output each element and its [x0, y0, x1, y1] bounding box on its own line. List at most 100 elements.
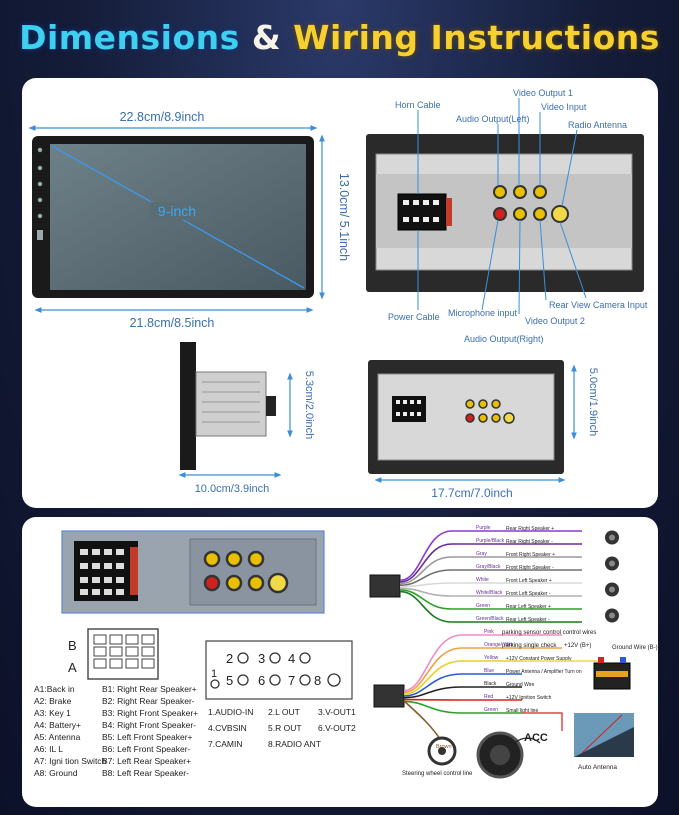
pin-a4: A4: Battery+	[34, 720, 81, 730]
power-wire-color: Blue	[484, 668, 494, 674]
jack-legend-2: 2.L OUT	[268, 707, 300, 717]
power-wire-line	[403, 647, 562, 694]
pin-b2: B2: Right Rear Speaker-	[102, 696, 195, 706]
power-wire-color: Black	[484, 681, 497, 687]
speaker-wire-line	[399, 530, 582, 582]
connector-pinout-drawing	[87, 628, 159, 680]
power-harness-plug	[373, 684, 405, 708]
power-wire-line	[403, 686, 522, 699]
power-wire-line	[403, 673, 522, 697]
jack-num-6: 6	[258, 673, 265, 688]
speaker-wire-color: Purple	[476, 525, 491, 531]
pin-a7: A7: Igni tion Switch	[34, 756, 107, 766]
power-wire-label: +12V Ignition Switch	[506, 695, 552, 701]
title-wiring: Wiring Instructions	[293, 18, 660, 57]
jack-legend: 1.AUDIO-IN 2.L OUT 3.V-OUT1 4.CVBSIN 5.R…	[208, 707, 356, 749]
pin-b6: B6: Left Front Speaker-	[102, 744, 191, 754]
speaker-wire-line	[399, 589, 582, 610]
power-wire-0: Pink parking sensor control control wires	[403, 629, 596, 692]
label-horn-cable: Horn Cable	[395, 100, 441, 110]
battery-plus-label: +12V (B+)	[564, 643, 591, 649]
power-wire-label: Small light line	[506, 708, 538, 714]
label-power-cable: Power Cable	[388, 312, 440, 322]
page-title: Dimensions & Wiring Instructions	[0, 18, 679, 57]
power-wire-color: Yellow	[484, 655, 499, 661]
auto-antenna-label: Auto Antenna	[578, 764, 617, 771]
rear-leader-lines	[417, 98, 587, 315]
jack-num-5: 5	[226, 673, 233, 688]
power-wire-line	[403, 660, 522, 695]
label-video-input: Video Input	[541, 102, 587, 112]
jack-num-2: 2	[226, 651, 233, 666]
speaker-wire-line	[399, 543, 582, 583]
pin-a6: A6: IL L	[34, 744, 63, 754]
side-height: 5.3cm/2.0inch	[303, 371, 315, 439]
label-microphone-input: Microphone input	[448, 308, 518, 318]
label-rear-view-camera-input: Rear View Camera Input	[549, 300, 648, 310]
label-audio-output-right: Audio Output(Right)	[464, 334, 544, 344]
power-wires: Pink parking sensor control control wires…	[403, 629, 600, 740]
power-wire-label: parking sensor control control wires	[502, 630, 596, 636]
power-wire-6: Green Small light line	[403, 700, 538, 714]
pin-b1: B1: Right Rear Speaker+	[102, 684, 197, 694]
wiring-panel: B A A1:Back in A2: Brake A3: Key 1 A4: B…	[22, 517, 658, 807]
label-video-output-1: Video Output 1	[513, 88, 573, 98]
steering-wheel-label: Steering wheel control line	[402, 771, 473, 777]
chassis-rca-jacks	[465, 399, 515, 424]
ignition-wire-line	[522, 712, 563, 731]
pin-a3: A3: Key 1	[34, 708, 71, 718]
brown-wire-label: Brown	[436, 744, 452, 750]
acc-label: ACC	[524, 732, 548, 744]
side-depth: 10.0cm/3.9inch	[195, 483, 270, 495]
power-wire-color: Pink	[484, 629, 494, 635]
speaker-wire-label: Front Right Speaker +	[506, 552, 555, 558]
front-width-bottom: 21.8cm/8.5inch	[130, 316, 215, 330]
row-a-label: A	[68, 660, 77, 675]
speaker-wire-label: Rear Left Speaker +	[506, 604, 551, 610]
jack-num-7: 7	[288, 673, 295, 688]
power-wire-label: Ground Wire	[506, 682, 535, 688]
speaker-wire-line	[399, 587, 582, 597]
speaker-wire-label: Rear Right Speaker -	[506, 539, 553, 545]
ground-wire-label: Ground Wire (B-)	[612, 645, 658, 651]
chassis-width: 17.7cm/7.0inch	[431, 486, 512, 500]
front-height: 13.0cm/ 5.1inch	[337, 173, 351, 261]
wiring-diagram: B A A1:Back in A2: Brake A3: Key 1 A4: B…	[34, 525, 658, 779]
pin-a5: A5: Antenna	[34, 732, 81, 742]
speaker-wire-line	[399, 569, 582, 586]
jack-num-4: 4	[288, 651, 295, 666]
speaker-wire-label: Front Left Speaker -	[506, 591, 551, 597]
steering-wheel-icon	[427, 736, 457, 766]
brown-wire-line	[403, 700, 441, 740]
jack-num-3: 3	[258, 651, 265, 666]
power-wire-color: Green	[484, 707, 498, 713]
speaker-wire-2: Gray Front Right Speaker +	[399, 551, 582, 585]
chassis-height: 5.0cm/1.9inch	[587, 368, 599, 436]
pin-a1: A1:Back in	[34, 684, 75, 694]
speaker-wire-label: Rear Left Speaker -	[506, 617, 550, 623]
dimensions-diagram: 22.8cm/8.9inch 9-inch 13.0cm/ 5.1inch 21…	[28, 88, 648, 500]
power-wire-2: Yellow+12V Constant Power Supply	[403, 655, 572, 695]
pin-b3: B3: Right Front Speaker+	[102, 708, 198, 718]
pin-list-b: B1: Right Rear Speaker+ B2: Right Rear S…	[102, 684, 198, 778]
pin-b8: B8: Left Rear Speaker-	[102, 768, 189, 778]
rear-iso-connector	[397, 193, 447, 231]
label-video-output-2: Video Output 2	[525, 316, 585, 326]
power-wire-label: parking single check	[502, 643, 557, 649]
power-wire-5: Red +12V Ignition Switch	[403, 694, 552, 701]
speaker-wire-color: Gray	[476, 551, 487, 557]
pin-b4: B4: Right Front Speaker-	[102, 720, 196, 730]
power-wire-line	[403, 700, 522, 714]
pin-a8: A8: Ground	[34, 768, 78, 778]
power-wire-color: Red	[484, 694, 493, 700]
jack-number-box	[205, 640, 353, 700]
label-audio-output-left: Audio Output(Left)	[456, 114, 530, 124]
speaker-harness-plug	[369, 574, 401, 598]
row-b-label: B	[68, 638, 77, 653]
pin-b5: B5: Left Front Speaker+	[102, 732, 193, 742]
speaker-wire-line	[399, 582, 582, 588]
